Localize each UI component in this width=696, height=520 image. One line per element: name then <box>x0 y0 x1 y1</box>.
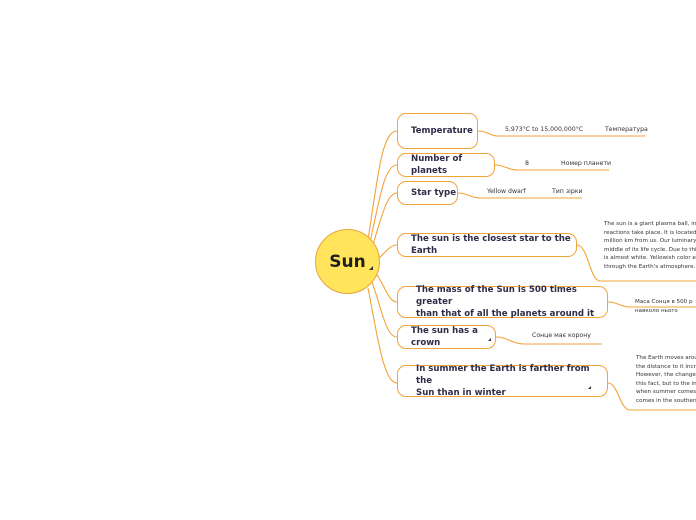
subtopic-temperature-ua[interactable]: Температура <box>605 126 648 133</box>
sub-line-mass <box>607 301 696 308</box>
collapse-corner-icon[interactable] <box>588 386 591 389</box>
subtopic-star-type[interactable]: Yellow dwarf <box>487 188 526 195</box>
subtopic-planets-ua[interactable]: Номер планети <box>561 160 612 167</box>
topic-closest-star[interactable]: The sun is the closest star to the Earth <box>397 233 577 257</box>
collapse-corner-icon[interactable] <box>488 338 491 341</box>
topic-star-type[interactable]: Star type <box>397 181 458 205</box>
topic-label: The sun is the closest star to the Earth <box>411 234 571 256</box>
subtopic-crown-ua[interactable]: Сонце має корону <box>532 332 591 339</box>
branch-startype <box>371 192 398 249</box>
note-summer-distance[interactable]: The Earth moves arou the distance to it … <box>636 355 696 404</box>
subtopic-planets-count[interactable]: 8 <box>525 160 529 167</box>
central-topic-sun[interactable]: Sun <box>315 229 380 294</box>
topic-number-of-planets[interactable]: Number of planets <box>397 153 495 177</box>
branch-closest <box>377 244 398 260</box>
sub-line-startype <box>457 192 545 199</box>
topic-label: Temperature <box>411 126 473 136</box>
topic-sun-crown[interactable]: The sun has a crown <box>397 325 496 349</box>
topic-label: Number of planets <box>411 154 463 176</box>
collapse-corner-icon[interactable] <box>369 266 373 270</box>
topic-label-line-2: than that of all the planets around it <box>416 309 595 319</box>
topic-label: The sun has a crown <box>411 326 478 348</box>
subtopic-temperature-range[interactable]: 5,973°C to 15,000,000°C <box>505 126 584 133</box>
topic-label-line-1: In summer the Earth is farther from the <box>416 364 590 386</box>
branch-temperature <box>367 130 398 241</box>
note-closest-star[interactable]: The sun is a giant plasma ball, ins reac… <box>604 221 696 270</box>
topic-sun-mass[interactable]: The mass of the Sun is 500 times greater… <box>397 285 608 319</box>
sub-line-closest <box>576 244 696 282</box>
sub-line-temperature <box>477 130 595 137</box>
branch-planets <box>369 164 398 244</box>
note-sun-mass-ua[interactable]: Маса Сонця в 500 р навколо нього <box>635 299 693 314</box>
topic-label-line-2: Sun than in winter <box>416 388 506 398</box>
sub-line-summer <box>607 382 696 411</box>
branch-crown <box>371 281 398 338</box>
sub-line-crown <box>495 336 602 345</box>
central-topic-label: Sun <box>329 251 366 272</box>
topic-label-line-1: The mass of the Sun is 500 times greater <box>416 285 577 307</box>
sub-line-planets <box>494 164 553 171</box>
subtopic-star-type-ua[interactable]: Тип зірки <box>552 188 583 195</box>
branch-summer <box>367 287 398 384</box>
branch-mass <box>374 271 398 303</box>
topic-summer-distance[interactable]: In summer the Earth is farther from the … <box>397 364 608 398</box>
topic-label: Star type <box>411 188 457 198</box>
topic-temperature[interactable]: Temperature <box>397 113 478 149</box>
